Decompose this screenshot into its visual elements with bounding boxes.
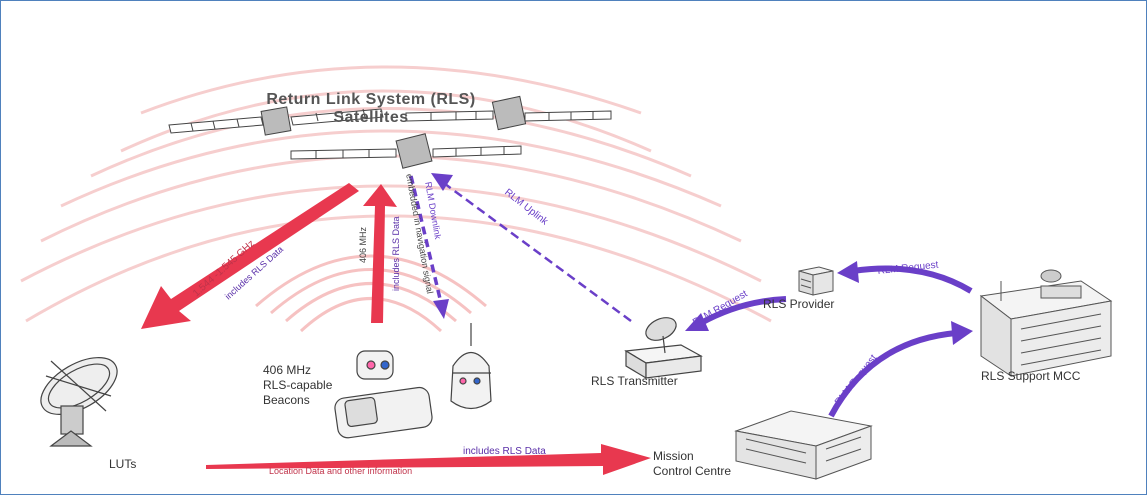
rls-support-mcc-label: RLS Support MCC — [981, 369, 1081, 383]
beacon-uplink-arrow — [363, 184, 397, 323]
rlm-request-transmitter-arrow — [685, 296, 787, 331]
mcc-label-line-2: Control Centre — [653, 464, 732, 478]
diagram-title: Return Link System (RLS) Satellites — [1, 91, 741, 127]
beacons-label-line-3: Beacons — [263, 393, 310, 407]
rlm-downlink-arrow — [409, 175, 449, 319]
beacon-rls-data-label: includes RLS Data — [391, 216, 401, 291]
lut-to-mcc-arrow — [206, 444, 651, 475]
freq-406-label: 406 MHz — [358, 226, 368, 263]
satellite-center — [290, 133, 522, 169]
beacons-label: 406 MHz RLS-capable Beacons — [263, 363, 332, 408]
l-band-downlink-arrow — [141, 183, 359, 329]
lut-antenna-icon — [40, 357, 118, 447]
rls-transmitter-label: RLS Transmitter — [591, 374, 678, 388]
rls-provider-icon — [798, 266, 834, 296]
location-data-label: Location Data and other information — [269, 466, 413, 476]
lut-to-mcc-rls-data-label: includes RLS Data — [463, 446, 546, 457]
beacon-devices-icon — [334, 323, 492, 439]
rls-transmitter-icon — [624, 317, 703, 380]
title-line-2: Satellites — [333, 109, 409, 126]
rlm-request-mcc-arrow — [828, 321, 973, 418]
beacons-label-line-2: RLS-capable — [263, 378, 333, 392]
rlm-uplink-arrow — [431, 173, 632, 323]
luts-label: LUTs — [109, 457, 137, 471]
rls-support-mcc-building-icon — [979, 269, 1113, 377]
title-line-1: Return Link System (RLS) — [266, 91, 476, 108]
mission-control-centre-label: Mission Control Centre — [653, 449, 731, 479]
mission-control-centre-building-icon — [734, 410, 873, 480]
signal-waves-satellites — [20, 65, 772, 323]
mcc-label-line-1: Mission — [653, 449, 694, 463]
rlm-request-provider-arrow — [837, 261, 973, 294]
satellite-right — [405, 95, 612, 131]
beacons-label-line-1: 406 MHz — [263, 363, 312, 377]
satellite-left — [168, 106, 384, 136]
signal-waves-beacons — [255, 254, 487, 333]
rls-provider-label: RLS Provider — [763, 297, 835, 311]
